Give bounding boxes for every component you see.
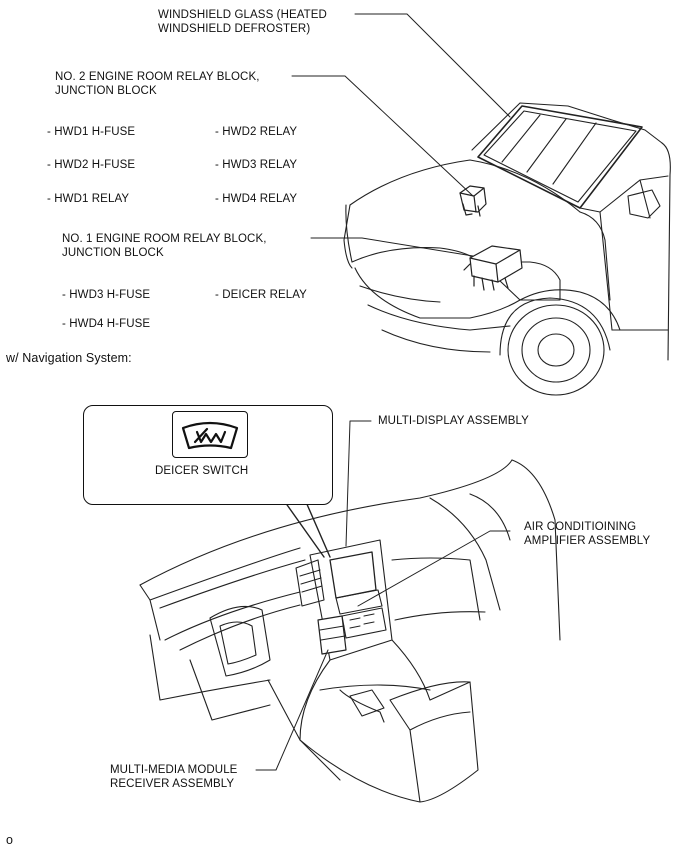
leader-lines-exterior (291, 13, 511, 257)
multi-display-screen (329, 551, 377, 599)
no2-item-hwd4-relay: - HWD4 RELAY (215, 193, 298, 205)
relay-block-no1 (463, 245, 523, 291)
relay-block-no2 (459, 185, 487, 217)
multi-display-label: MULTI-DISPLAY ASSEMBLY (378, 415, 529, 427)
no2-item-hwd2-hfuse: - HWD2 H-FUSE (47, 159, 136, 171)
deicer-switch-label: DEICER SWITCH (155, 465, 249, 477)
no1-relay-block-label: NO. 1 ENGINE ROOM RELAY BLOCK, JUNCTION … (62, 233, 267, 259)
air-conditioning-label: AIR CONDITIOINING AMPLIFIER ASSEMBLY (524, 521, 651, 547)
no2-item-hwd2-relay: - HWD2 RELAY (215, 126, 298, 138)
windshield-glass-label: WINDSHIELD GLASS (HEATED WINDSHIELD DEFR… (158, 9, 327, 35)
vehicle-interior (139, 459, 561, 803)
no2-item-hwd1-hfuse: - HWD1 H-FUSE (47, 126, 136, 138)
no2-item-hwd1-relay: - HWD1 RELAY (47, 193, 130, 205)
heated-windshield-icon (181, 421, 239, 450)
multimedia-receiver-label: MULTI-MEDIA MODULE RECEIVER ASSEMBLY (110, 764, 238, 790)
no1-item-hwd3-hfuse: - HWD3 H-FUSE (62, 289, 151, 301)
nav-system-heading: w/ Navigation System: (6, 351, 132, 365)
windshield (477, 105, 643, 209)
deicer-switch-button[interactable] (172, 411, 248, 458)
leader-lines-interior (255, 420, 511, 771)
footer-code: o (6, 833, 14, 847)
vehicle-exterior (343, 102, 671, 396)
no2-item-hwd3-relay: - HWD3 RELAY (215, 159, 298, 171)
no1-item-deicer-relay: - DEICER RELAY (215, 289, 307, 301)
no1-item-hwd4-hfuse: - HWD4 H-FUSE (62, 318, 151, 330)
multimedia-unit (317, 615, 347, 655)
no2-relay-block-label: NO. 2 ENGINE ROOM RELAY BLOCK, JUNCTION … (55, 71, 260, 97)
